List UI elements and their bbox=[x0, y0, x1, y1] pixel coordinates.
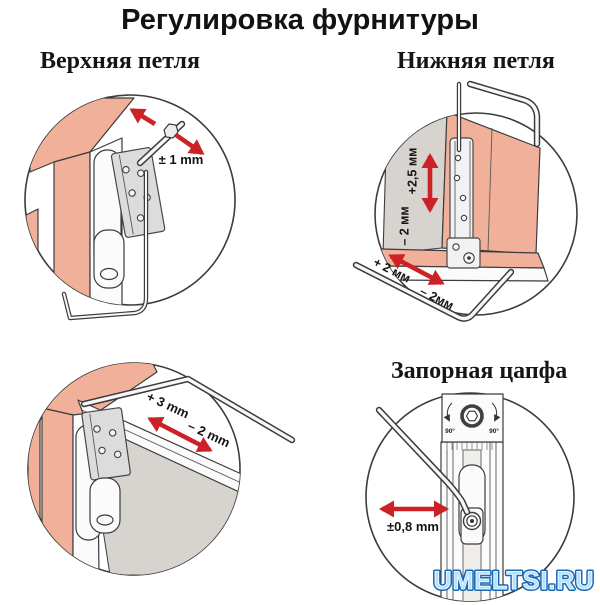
hinge-bracket bbox=[81, 407, 131, 481]
page-title: Регулировка фурнитуры bbox=[121, 4, 479, 36]
frame-front-face bbox=[41, 407, 74, 575]
top-hinge-heading: Верхняя петля bbox=[40, 48, 200, 74]
frame-edge bbox=[28, 407, 41, 561]
side-adjust-scene: + 3 mm – 2 mm bbox=[27, 362, 296, 576]
vertical-minus-label: – 2 мм bbox=[397, 206, 411, 245]
locking-pin-adjust-label: ±0,8 mm bbox=[387, 519, 439, 534]
window-frame-front-face bbox=[53, 151, 91, 305]
diagonal-adjust-arrow bbox=[147, 416, 213, 453]
locking-cam bbox=[462, 511, 482, 531]
arrow-down-right bbox=[174, 133, 205, 155]
top-hinge-adjust-label: ± 1 mm bbox=[159, 152, 204, 167]
hinge-bottom-bracket bbox=[446, 237, 481, 269]
locking-pin-scene: 90° 90° ±0,8 mm UMELTSI.RU UMELTSI.RU bbox=[365, 392, 595, 602]
diagonal-adjust-arrow bbox=[388, 253, 445, 286]
arrow-up-left bbox=[129, 108, 157, 126]
hinge-plate bbox=[110, 147, 166, 238]
angle-right-label: 90° bbox=[489, 427, 499, 435]
watermark-highlight: UMELTSI.RU bbox=[434, 567, 595, 595]
hinge-pin-hole bbox=[99, 267, 119, 281]
hinge-bar bbox=[449, 137, 474, 251]
watermark: UMELTSI.RU bbox=[434, 567, 595, 595]
window-frame-edge bbox=[25, 208, 39, 305]
locking-pin-heading: Запорная цапфа bbox=[391, 358, 568, 384]
vertical-plus-label: +2,5 мм bbox=[405, 148, 419, 195]
hex-key bbox=[136, 120, 186, 167]
rotation-indicator: 90° 90° bbox=[441, 393, 504, 443]
hinge-pin-hole bbox=[96, 514, 114, 526]
bottom-hinge-scene: +2,5 мм – 2 мм + 2 мм – 2мм bbox=[352, 80, 578, 322]
top-hinge-scene: ± 1 mm bbox=[24, 94, 236, 321]
rotate-left-arrow bbox=[443, 402, 453, 422]
bottom-hinge-heading: Нижняя петля bbox=[397, 48, 555, 74]
hex-key-head bbox=[163, 123, 179, 139]
hex-socket bbox=[465, 410, 479, 422]
angle-left-label: 90° bbox=[445, 427, 455, 435]
profile-hatch bbox=[446, 443, 493, 450]
rotate-right-arrow bbox=[491, 402, 501, 422]
